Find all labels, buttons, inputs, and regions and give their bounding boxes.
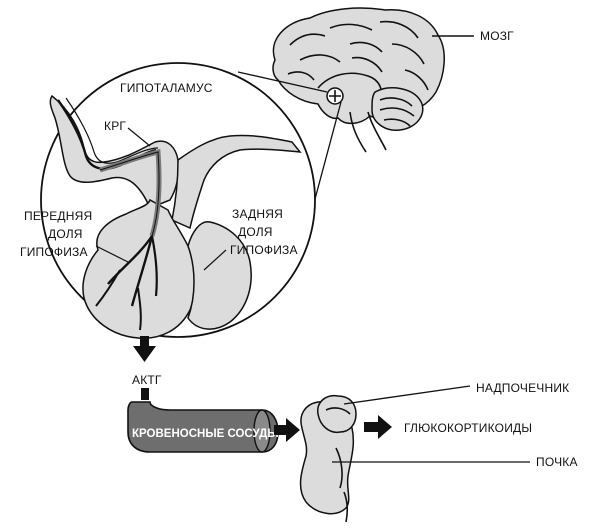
vessel-to-adrenal-arrow xyxy=(274,418,300,442)
adrenal-gland-label: НАДПОЧЕЧНИК xyxy=(476,381,569,395)
acth-connector xyxy=(141,388,149,400)
brain-label: МОЗГ xyxy=(480,29,514,43)
blood-vessels-label: КРОВЕНОСНЫЕ СОСУДЫ xyxy=(132,428,279,440)
acth-down-arrow xyxy=(133,336,156,362)
anterior-pituitary-label-2: ДОЛЯ xyxy=(48,227,83,241)
acth-label: АКТГ xyxy=(132,373,162,387)
zoom-connector-top xyxy=(237,71,328,93)
adrenal-gland-illustration xyxy=(317,394,357,434)
anterior-pituitary-label-3: ГИПОФИЗА xyxy=(20,245,88,259)
crh-leader-line xyxy=(127,127,151,147)
kidney-label: ПОЧКА xyxy=(536,455,578,469)
hypothalamus-label: ГИПОТАЛАМУС xyxy=(120,81,213,95)
anterior-pituitary-label-1: ПЕРЕДНЯЯ xyxy=(24,209,92,223)
anterior-pituitary-leader xyxy=(95,245,129,263)
blood-vessel-tube: КРОВЕНОСНЫЕ СОСУДЫ xyxy=(127,401,279,453)
posterior-pituitary-label-1: ЗАДНЯЯ xyxy=(232,207,283,221)
posterior-pituitary-label-2: ДОЛЯ xyxy=(238,225,273,239)
posterior-pituitary-leader xyxy=(203,249,227,271)
brain-illustration xyxy=(272,7,445,153)
glucocorticoids-arrow xyxy=(364,415,392,439)
adrenal-leader-line xyxy=(343,385,471,405)
crh-label: КРГ xyxy=(104,119,126,133)
magnified-pituitary-view: ГИПОТАЛАМУС КРГ ПЕРЕДНЯЯ ДОЛЯ ГИПОФИЗА З… xyxy=(20,62,316,339)
posterior-pituitary-label-3: ГИПОФИЗА xyxy=(230,243,298,257)
glucocorticoids-label: ГЛЮКОКОРТИКОИДЫ xyxy=(404,421,532,435)
